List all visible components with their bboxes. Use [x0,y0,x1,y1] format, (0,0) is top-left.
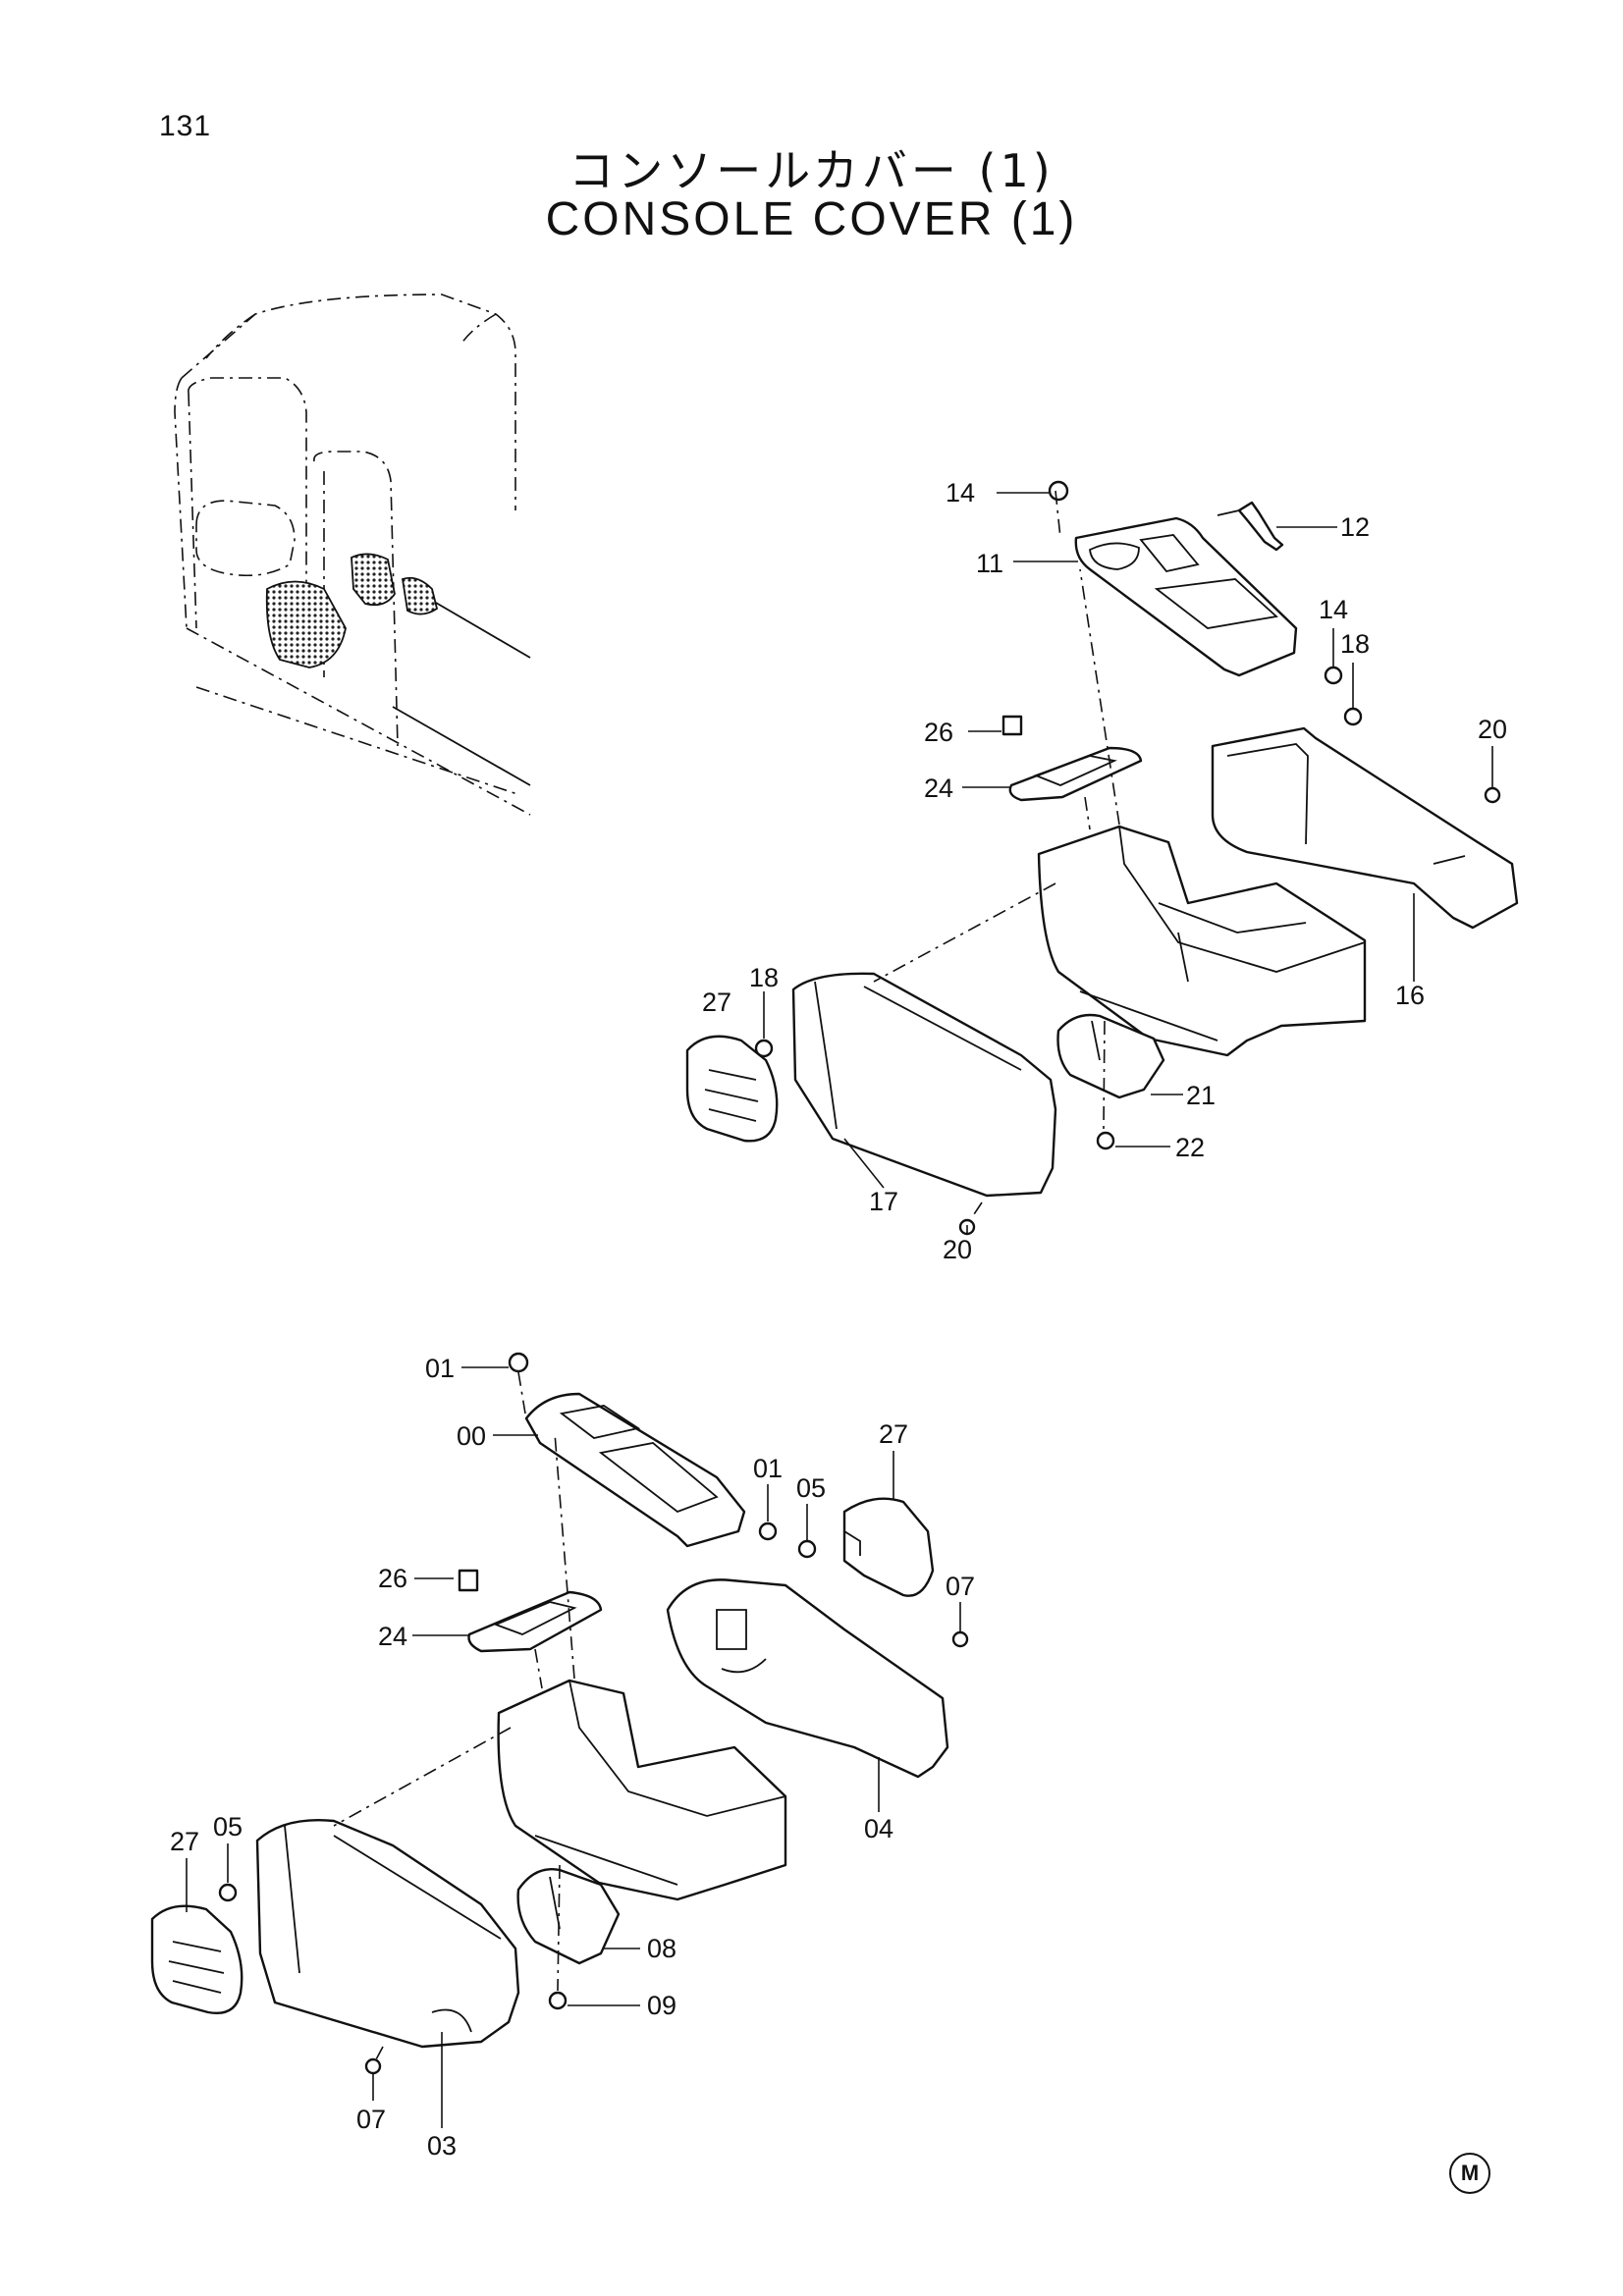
callout: 24 [924,774,953,803]
callout: 01 [425,1354,455,1383]
lower-callouts: 01 00 01 05 27 26 24 07 04 27 05 08 09 0… [170,1354,975,2161]
callout: 17 [869,1187,898,1216]
callout: 11 [976,549,1003,578]
callout: 05 [796,1473,826,1503]
callout: 04 [864,1814,893,1843]
callout: 12 [1340,512,1370,542]
callout: 14 [946,478,975,507]
upper-console-assembly [685,480,1519,1236]
callout: 27 [170,1827,199,1856]
callout: 09 [647,1991,676,2020]
callout: 14 [1319,595,1348,624]
page-number: 131 [159,110,212,142]
callout: 26 [378,1564,407,1593]
callout: 16 [1395,981,1425,1010]
callout: 27 [879,1419,908,1449]
upper-callouts: 14 12 11 14 18 26 24 20 16 18 27 21 22 1… [702,478,1507,1264]
lower-console-assembly [150,1352,969,2128]
callout: 22 [1175,1133,1205,1162]
callout: 24 [378,1622,407,1651]
callout: 03 [427,2131,457,2161]
callout: 08 [647,1934,676,1963]
cab-locator-illustration [174,294,531,816]
page-title-english: CONSOLE COVER (1) [545,193,1078,245]
page-title-japanese: コンソールカバー (1) [568,144,1055,197]
callout: 26 [924,718,953,747]
callout: 18 [1340,629,1370,659]
callout: 00 [457,1421,486,1451]
callout: 20 [1478,715,1507,744]
callout: 07 [356,2105,386,2134]
callout: 20 [943,1235,972,1264]
callout: 27 [702,988,731,1017]
callout: 18 [749,963,779,992]
model-mark: M [1449,2153,1490,2194]
callout: 05 [213,1812,243,1842]
callout: 21 [1186,1081,1216,1110]
callout: 01 [753,1454,783,1483]
callout: 07 [946,1572,975,1601]
